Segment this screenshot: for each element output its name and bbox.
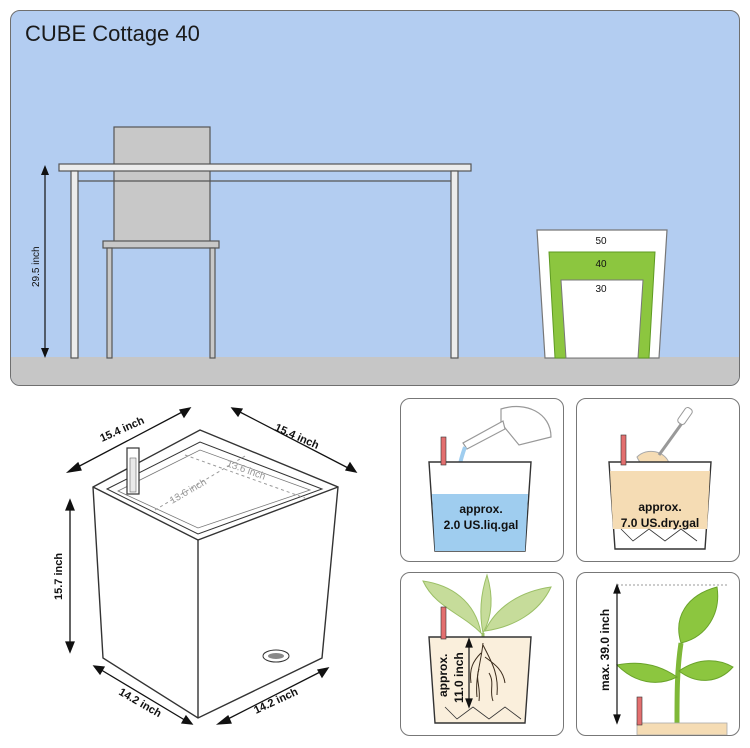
water-volume-drawing: approx. 2.0 US.liq.gal [428, 405, 552, 552]
chair-illustration [102, 126, 220, 359]
water-volume-line1: approx. [459, 502, 502, 516]
planter-dimension-drawing: 13.6 inch 13.6 inch 15.4 inch 15.4 inch … [53, 407, 358, 725]
watering-can-icon [462, 405, 552, 450]
root-depth-line1: approx. [436, 654, 450, 697]
plant-height-panel: max. 39.0 inch [576, 572, 740, 736]
top-dimension-arrows [65, 407, 358, 473]
table-height-label: 29.5 inch [31, 246, 42, 287]
table-illustration [58, 163, 472, 359]
plant-foliage-icon [422, 573, 552, 635]
product-title: CUBE Cottage 40 [25, 21, 200, 46]
top-left-width-label: 15.4 inch [98, 415, 146, 445]
substrate-volume-drawing: approx. 7.0 US.dry.gal [608, 407, 712, 550]
plant-icon [615, 586, 734, 724]
water-volume-panel: approx. 2.0 US.liq.gal [400, 398, 564, 562]
substrate-volume-line1: approx. [638, 500, 681, 514]
planter-logo-badge [262, 649, 290, 663]
size-label-50: 50 [595, 236, 607, 247]
size-comparison: 50 40 30 [536, 229, 668, 359]
substrate-volume-panel: approx. 7.0 US.dry.gal [576, 398, 740, 562]
top-right-width-label: 15.4 inch [273, 422, 321, 452]
size-label-30: 30 [595, 284, 607, 295]
size-label-40: 40 [595, 259, 607, 270]
table-height-dimension: 29.5 inch [31, 165, 49, 358]
plant-height-drawing: max. 39.0 inch [598, 583, 734, 735]
scene-drawing: 29.5 inch 50 40 30 [31, 126, 668, 359]
bottom-right-width-label: 14.2 inch [252, 686, 300, 717]
water-level-indicator [126, 447, 140, 495]
height-dimension-arrow [65, 498, 75, 654]
root-space-panel: approx. 11.0 inch [400, 572, 564, 736]
trowel-icon [636, 407, 693, 469]
height-label: 15.7 inch [53, 553, 65, 600]
root-depth-arrow [465, 637, 473, 709]
plant-height-arrow [613, 583, 621, 725]
substrate-volume-line2: 7.0 US.dry.gal [621, 516, 699, 530]
planter-illustration [92, 429, 339, 719]
bottom-dimension-arrows [92, 665, 330, 725]
roots-icon [470, 642, 506, 702]
room-scene: CUBE Cottage 40 29.5 inch 50 [10, 10, 740, 386]
root-depth-line2: 11.0 inch [452, 652, 466, 703]
floor [11, 357, 739, 385]
root-space-drawing: approx. 11.0 inch [422, 573, 552, 724]
water-volume-line2: 2.0 US.liq.gal [444, 518, 519, 532]
plant-height-label: max. 39.0 inch [598, 609, 612, 691]
